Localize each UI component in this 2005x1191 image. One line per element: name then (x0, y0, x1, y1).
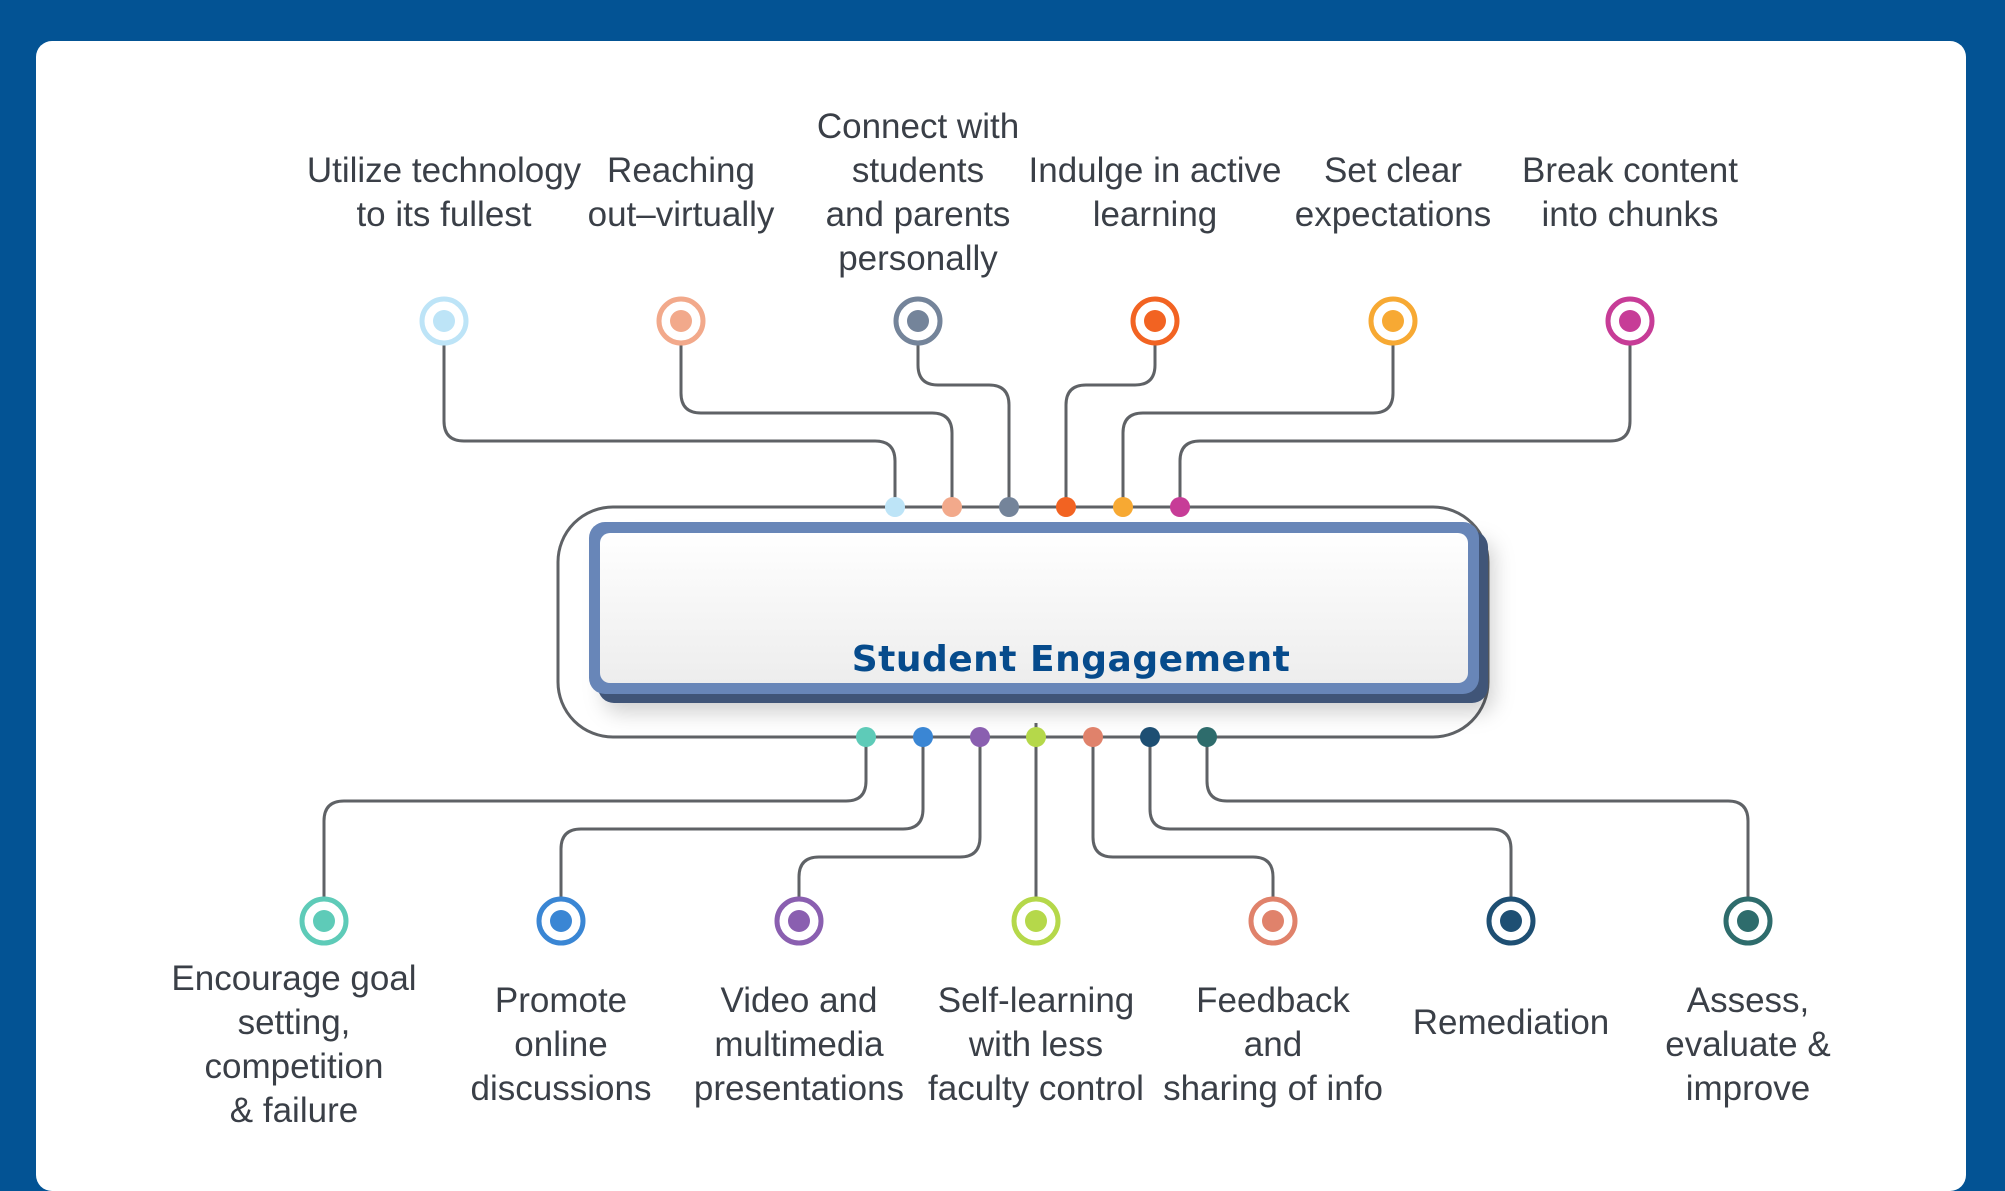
node-label-bottom: Feedback and sharing of info (1163, 981, 1383, 1108)
node-label-bottom: Assess, evaluate & improve (1665, 981, 1831, 1108)
node-ring (419, 296, 469, 346)
connector-dot (1197, 727, 1217, 747)
connector-dot (1026, 727, 1046, 747)
connector-dot (999, 497, 1019, 517)
diagram-card: Student Engagement Utilize technology to… (36, 41, 1966, 1191)
node-ring (536, 896, 586, 946)
connector-dots (856, 497, 1217, 747)
connector-dot (913, 727, 933, 747)
connector-dot (970, 727, 990, 747)
node-label-top: Reaching out–virtually (587, 151, 775, 234)
node-ring (1130, 296, 1180, 346)
connector-dot (1056, 497, 1076, 517)
node-label-bottom: Remediation (1412, 1003, 1610, 1042)
connector-line-bottom (797, 737, 982, 899)
node-ring (656, 296, 706, 346)
connector-dot (885, 497, 905, 517)
connector-line-top (442, 343, 897, 507)
connector-line-bottom (322, 737, 868, 899)
connector-line-top (679, 343, 954, 507)
node-ring (893, 296, 943, 346)
connector-dot (856, 727, 876, 747)
node-ring (1248, 896, 1298, 946)
connector-dot (1170, 497, 1190, 517)
connector-dot (942, 497, 962, 517)
connector-line-bottom (1091, 737, 1275, 899)
connector-line-bottom (1205, 737, 1750, 899)
connector-line-top (1121, 343, 1395, 507)
nodes (299, 296, 1773, 946)
connectors (322, 343, 1750, 899)
connector-dot (1113, 497, 1133, 517)
node-ring (1368, 296, 1418, 346)
node-ring (299, 896, 349, 946)
node-ring (1605, 296, 1655, 346)
node-label-bottom: Encourage goal setting, competition & fa… (171, 959, 417, 1130)
engagement-diagram (299, 296, 1773, 946)
node-label-top: Indulge in active learning (1028, 151, 1282, 234)
node-ring (1486, 896, 1536, 946)
node-label-bottom: Promote online discussions (470, 981, 652, 1108)
node-label-top: Connect with students and parents person… (816, 107, 1020, 278)
center-title: Student Engagement (851, 638, 1291, 680)
node-ring (1011, 896, 1061, 946)
connector-dot (1083, 727, 1103, 747)
connector-line-bottom (559, 737, 925, 899)
connector-line-top (916, 343, 1011, 507)
connector-dot (1140, 727, 1160, 747)
node-ring (1723, 896, 1773, 946)
node-label-bottom: Video and multimedia presentations (693, 981, 905, 1108)
center-box (589, 522, 1488, 703)
node-label-bottom: Self-learning with less faculty control (928, 981, 1144, 1108)
node-label-top: Set clear expectations (1294, 151, 1492, 234)
node-label-top: Utilize technology to its fullest (306, 151, 582, 234)
connector-line-bottom (1148, 737, 1513, 899)
connector-line-top (1178, 343, 1632, 507)
connector-line-top (1064, 343, 1157, 507)
node-ring (774, 896, 824, 946)
node-label-top: Break content into chunks (1522, 151, 1738, 234)
